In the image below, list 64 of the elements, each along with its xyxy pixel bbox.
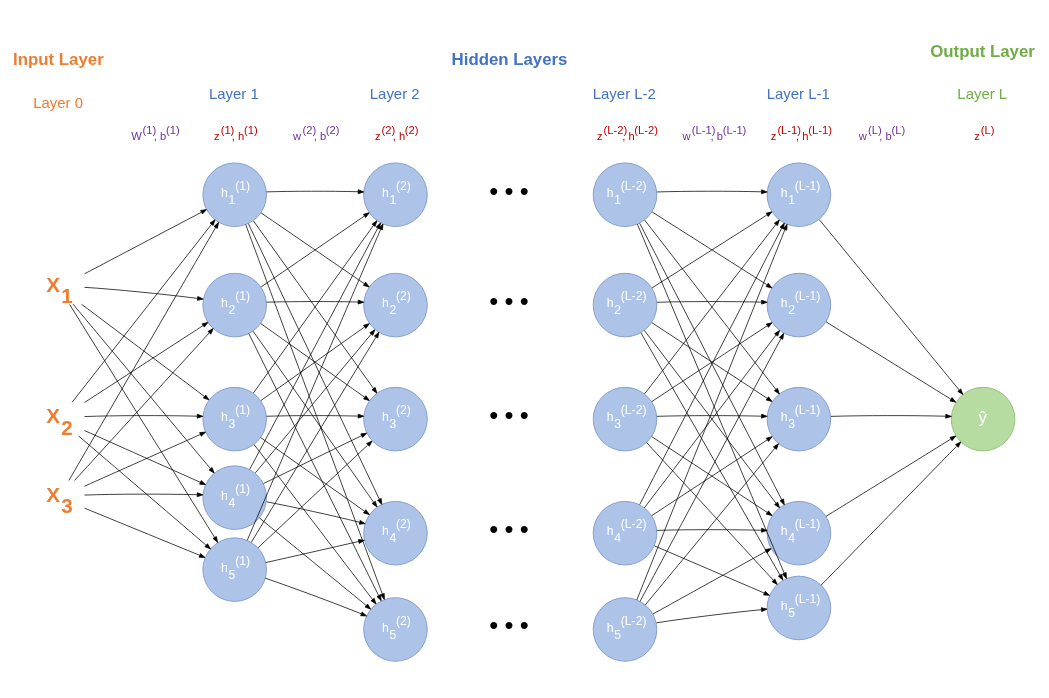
- arrow: [646, 442, 778, 585]
- arrow: [830, 413, 952, 419]
- arrow: [656, 607, 768, 624]
- label: • • •: [489, 516, 529, 544]
- arrow: [255, 329, 376, 474]
- arrow: [652, 548, 772, 615]
- arrow: [266, 189, 365, 195]
- arrow: [654, 545, 770, 596]
- arrow: [656, 189, 768, 195]
- arrow: [84, 209, 207, 275]
- arrow: [656, 527, 768, 533]
- arrow: [651, 436, 773, 516]
- label: • • •: [489, 288, 529, 316]
- arrow: [252, 330, 378, 508]
- arrow: [656, 413, 768, 419]
- arrow: [260, 212, 370, 288]
- arrow: [265, 539, 365, 563]
- arrow: [245, 224, 385, 600]
- arrow: [259, 517, 372, 610]
- arrow: [263, 432, 368, 484]
- arrow: [264, 577, 367, 617]
- arrow: [253, 220, 378, 394]
- arrow: [644, 219, 780, 395]
- arrow: [81, 303, 210, 401]
- arrow: [71, 219, 216, 403]
- arrow: [644, 443, 779, 606]
- arrow: [266, 501, 366, 525]
- label: • • •: [489, 402, 529, 430]
- label: Layer 1: [208, 85, 259, 103]
- arrow: [84, 492, 204, 498]
- arrow: [656, 299, 768, 305]
- arrow: [84, 322, 209, 403]
- label: Output Layer: [930, 41, 1035, 61]
- arrow: [260, 437, 370, 515]
- arrow: [825, 435, 957, 517]
- arrow: [248, 333, 382, 602]
- label: Layer L: [957, 85, 1008, 103]
- arrow: [820, 441, 962, 586]
- arrow: [818, 219, 964, 395]
- arrow: [250, 331, 380, 543]
- label: Layer L-1: [766, 85, 830, 103]
- arrow: [651, 322, 773, 402]
- label: Layer L-2: [592, 85, 656, 103]
- label: Hidden Layers: [451, 50, 568, 70]
- arrow: [253, 444, 377, 605]
- arrow: [260, 323, 370, 401]
- arrow: [266, 299, 365, 305]
- arrow: [651, 211, 773, 289]
- arrow: [825, 321, 957, 403]
- arrow: [78, 435, 211, 550]
- label: • • •: [489, 177, 529, 205]
- arrow: [74, 328, 214, 481]
- arrow: [68, 222, 219, 481]
- label: Layer 2: [369, 85, 420, 103]
- arrow: [72, 303, 215, 474]
- arrow: [257, 440, 373, 549]
- arrow: [84, 413, 204, 419]
- arrow: [84, 286, 204, 301]
- label: Input Layer: [13, 50, 104, 70]
- arrow: [266, 413, 365, 419]
- arrow: [84, 507, 206, 558]
- label: • • •: [489, 612, 529, 640]
- label: Layer 0: [33, 93, 84, 111]
- arrow: [69, 304, 218, 543]
